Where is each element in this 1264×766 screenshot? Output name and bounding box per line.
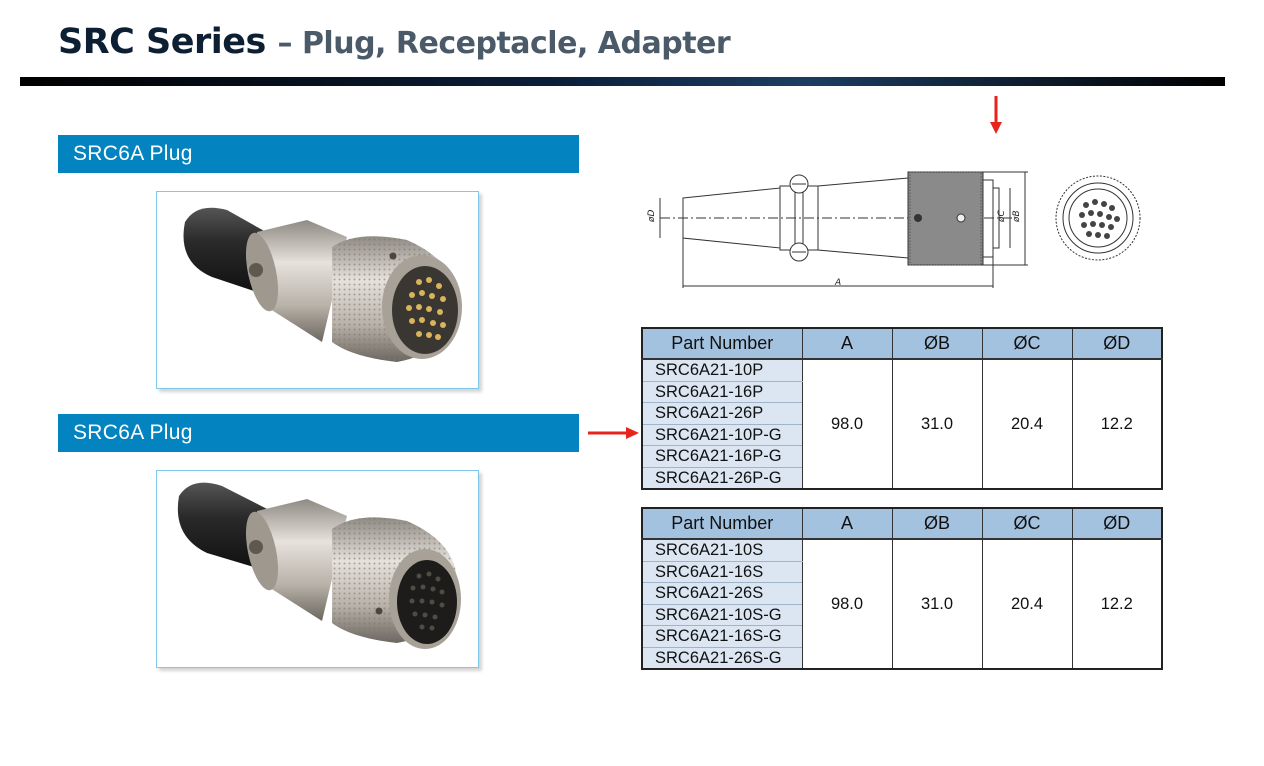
part-number-cell: SRC6A21-26P bbox=[641, 402, 803, 425]
part-number-cell: SRC6A21-16P-G bbox=[641, 445, 803, 468]
technical-drawing: A øD øC øB bbox=[647, 171, 1141, 288]
col-header-d: ØD bbox=[1071, 327, 1163, 360]
table-row: SRC6A21-16P bbox=[641, 380, 1162, 403]
plug-photo-2 bbox=[156, 470, 479, 668]
part-number-cell: SRC6A21-10S-G bbox=[641, 603, 803, 626]
part-number-cell: SRC6A21-10P-G bbox=[641, 423, 803, 446]
table-row: SRC6A21-16P-G bbox=[641, 445, 1162, 468]
col-header-part-number: Part Number bbox=[641, 507, 803, 540]
table-row: SRC6A21-10S 98.0 31.0 20.4 12.2 bbox=[641, 538, 1163, 670]
col-header-part-number: Part Number bbox=[641, 327, 803, 360]
col-header-d: ØD bbox=[1071, 507, 1163, 540]
col-header-a: A bbox=[801, 507, 893, 540]
table-row: SRC6A21-16S bbox=[641, 560, 1162, 583]
col-header-c: ØC bbox=[981, 507, 1073, 540]
header-rule bbox=[20, 77, 1225, 86]
col-header-b: ØB bbox=[891, 507, 983, 540]
table-row: SRC6A21-16S-G bbox=[641, 625, 1162, 648]
part-number-cell: SRC6A21-16S-G bbox=[641, 625, 803, 648]
part-number-cell: SRC6A21-26P-G bbox=[641, 466, 803, 490]
section-header-plug-2: SRC6A Plug bbox=[58, 414, 579, 452]
plug-photo bbox=[156, 191, 479, 389]
plug-connector-image-2 bbox=[177, 482, 461, 649]
col-header-b: ØB bbox=[891, 327, 983, 360]
table-row: SRC6A21-10S-G bbox=[641, 603, 1162, 626]
part-number-cell: SRC6A21-10P bbox=[641, 358, 803, 382]
table-row: SRC6A21-26P-G bbox=[641, 466, 1162, 490]
dim-label-a: A bbox=[834, 278, 841, 288]
page-subtitle: – Plug, Receptacle, Adapter bbox=[277, 26, 731, 61]
plug-connector-image bbox=[183, 207, 462, 362]
table-row: SRC6A21-26S bbox=[641, 582, 1162, 605]
value-c-cell: 20.4 bbox=[981, 538, 1073, 670]
annotation-arrow-right-table bbox=[588, 427, 639, 439]
dim-label-b: øB bbox=[1012, 210, 1022, 223]
part-number-cell: SRC6A21-26S-G bbox=[641, 646, 803, 670]
table-row: SRC6A21-10P-G bbox=[641, 423, 1162, 446]
part-number-cell: SRC6A21-16P bbox=[641, 380, 803, 403]
page-title: SRC Series – Plug, Receptacle, Adapter bbox=[58, 22, 731, 62]
part-number-cell: SRC6A21-26S bbox=[641, 582, 803, 605]
value-d-cell: 12.2 bbox=[1071, 358, 1163, 490]
page-title-main: SRC Series bbox=[58, 22, 266, 62]
table-header-row: Part Number A ØB ØC ØD bbox=[641, 327, 1163, 360]
spec-table-plug: Part Number A ØB ØC ØD SRC6A21-10P 98.0 … bbox=[641, 327, 1163, 490]
value-c-cell: 20.4 bbox=[981, 358, 1073, 490]
section-header-plug: SRC6A Plug bbox=[58, 135, 579, 173]
value-b-cell: 31.0 bbox=[891, 358, 983, 490]
dim-label-c: øC bbox=[997, 209, 1007, 223]
table-row: SRC6A21-26S-G bbox=[641, 646, 1162, 670]
col-header-c: ØC bbox=[981, 327, 1073, 360]
value-b-cell: 31.0 bbox=[891, 538, 983, 670]
col-header-a: A bbox=[801, 327, 893, 360]
dim-label-d: øD bbox=[647, 209, 657, 223]
part-number-cell: SRC6A21-16S bbox=[641, 560, 803, 583]
value-d-cell: 12.2 bbox=[1071, 538, 1163, 670]
annotation-arrow-down bbox=[990, 96, 1002, 134]
value-a-cell: 98.0 bbox=[801, 538, 893, 670]
table-header-row: Part Number A ØB ØC ØD bbox=[641, 507, 1163, 540]
table-row: SRC6A21-10P 98.0 31.0 20.4 12.2 bbox=[641, 358, 1163, 490]
part-number-cell: SRC6A21-10S bbox=[641, 538, 803, 562]
table-row: SRC6A21-26P bbox=[641, 402, 1162, 425]
spec-table-socket: Part Number A ØB ØC ØD SRC6A21-10S 98.0 … bbox=[641, 507, 1163, 670]
value-a-cell: 98.0 bbox=[801, 358, 893, 490]
